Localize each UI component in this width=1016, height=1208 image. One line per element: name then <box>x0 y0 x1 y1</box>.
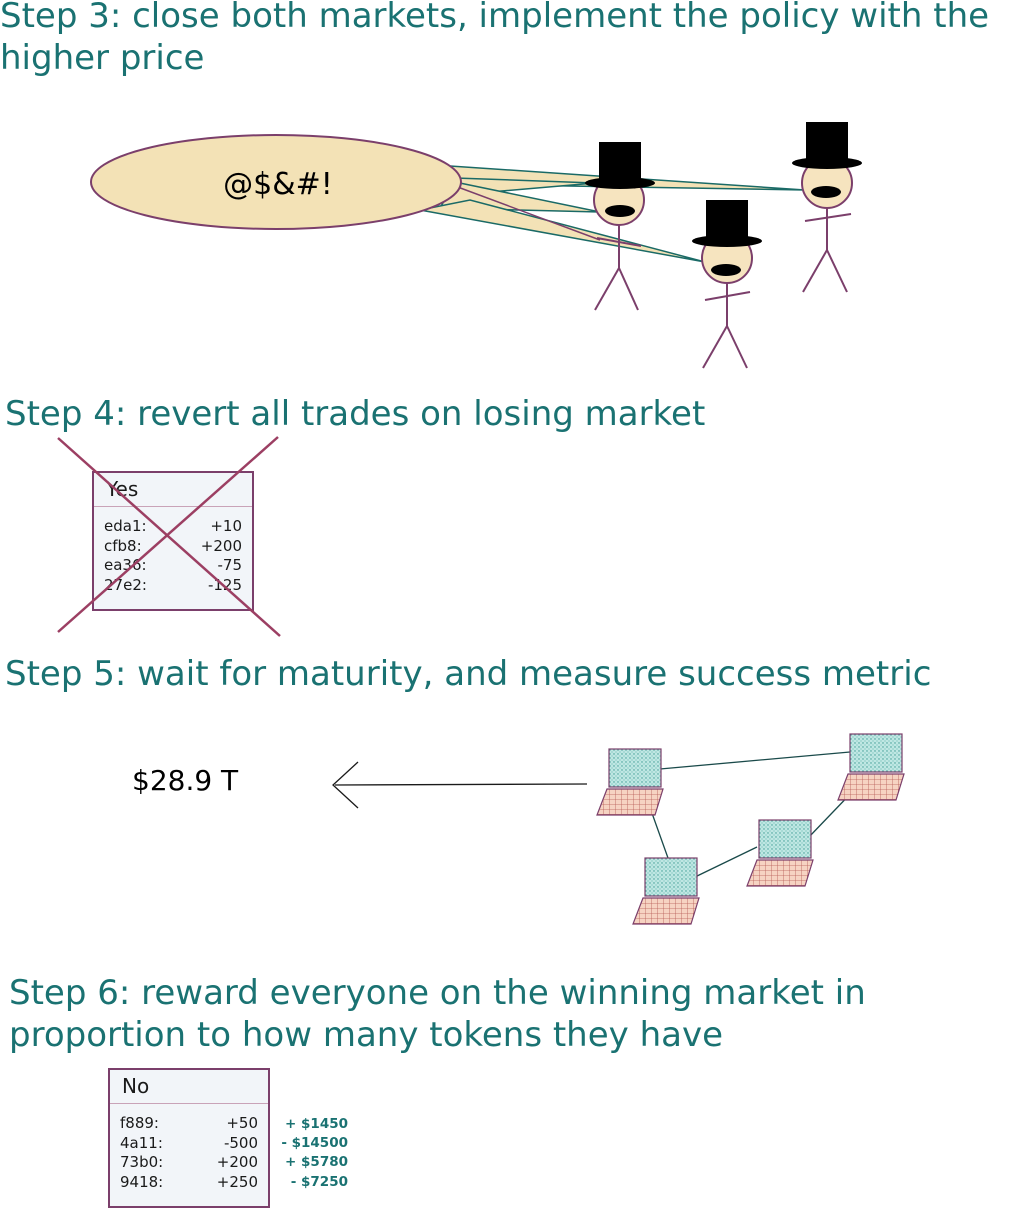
top-hat-figure-left <box>585 142 655 311</box>
step6-heading: Step 6: reward everyone on the winning m… <box>9 972 866 1056</box>
reward-amount: + $5780 <box>285 1154 348 1171</box>
success-metric-value: $28.9 T <box>132 764 239 797</box>
trade-amount: +250 <box>216 1172 258 1191</box>
trade-amount: +200 <box>216 1153 258 1171</box>
step6-heading-line2: proportion to how many tokens they have <box>9 1015 723 1055</box>
table-row: 73b0: +200 <box>110 1153 268 1173</box>
step3-illustration: @$&#! <box>90 122 862 369</box>
laptop-icon <box>632 857 700 925</box>
step3-heading: Step 3: close both markets, implement th… <box>0 0 989 79</box>
laptop-icon <box>746 819 814 887</box>
speech-bubble-text: @$&#! <box>223 167 333 202</box>
winning-market-rows: f889: +50 4a11: -500 73b0: +200 9418: +250 <box>110 1104 268 1192</box>
winning-market-title: No <box>110 1070 268 1104</box>
arrow-icon <box>332 761 588 809</box>
table-row: 4a11: -500 <box>110 1134 268 1154</box>
top-hat-figure-right <box>792 122 862 293</box>
reward-list: + $1450 - $14500 + $5780 - $7250 <box>272 1115 348 1192</box>
reward-amount: + $1450 <box>285 1116 348 1132</box>
trader-id: f889: <box>120 1114 159 1132</box>
trade-amount: +50 <box>226 1114 258 1132</box>
top-hat-figure-middle <box>692 200 762 369</box>
reward-amount: - $7250 <box>290 1173 348 1190</box>
step3-heading-line2: higher price <box>0 38 205 78</box>
trader-id: 4a11: <box>120 1133 163 1152</box>
speech-bubble <box>90 134 462 230</box>
step3-heading-line1: Step 3: close both markets, implement th… <box>0 0 990 36</box>
step4-heading: Step 4: revert all trades on losing mark… <box>5 394 706 434</box>
step6-heading-line1: Step 6: reward everyone on the winning m… <box>9 973 866 1013</box>
trade-amount: -500 <box>223 1133 258 1152</box>
trader-id: 9418: <box>120 1172 164 1191</box>
trader-id: 73b0: <box>120 1153 164 1171</box>
step5-heading: Step 5: wait for maturity, and measure s… <box>5 654 932 694</box>
laptop-icon <box>837 733 905 801</box>
table-row: f889: +50 <box>110 1114 268 1134</box>
laptop-icon <box>596 748 664 816</box>
winning-market-panel: No f889: +50 4a11: -500 73b0: +200 9418: +25… <box>108 1068 270 1208</box>
table-row: 9418: +250 <box>110 1173 268 1193</box>
reward-amount: - $14500 <box>281 1135 348 1152</box>
